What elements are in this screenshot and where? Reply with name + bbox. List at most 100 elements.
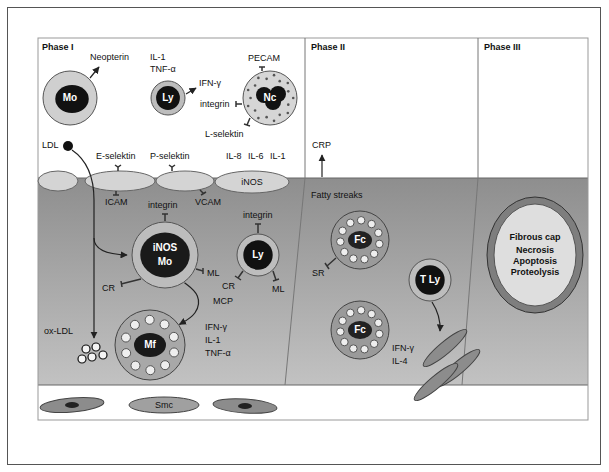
receptor: [115, 165, 121, 171]
receptor: [235, 271, 243, 280]
label-anchor: TNF-α: [150, 64, 176, 75]
text-stack: Nc: [242, 70, 298, 126]
receptor: [200, 190, 206, 195]
cell-label: Mo: [63, 92, 77, 104]
label-anchor: IFN-γ: [199, 78, 221, 89]
receptor: [169, 165, 175, 171]
cytokine-label: IL-6: [248, 151, 264, 162]
cap-band: [487, 197, 583, 313]
cell-nucleus: [55, 85, 88, 113]
lipid-droplet: [376, 240, 384, 248]
particle-label: ox-LDL: [44, 326, 73, 337]
lipid-droplet: [170, 348, 179, 357]
secretion-arrow: [90, 67, 99, 78]
label-anchor: integrin: [243, 210, 273, 221]
cell-body: [129, 397, 199, 413]
wall-edge: [38, 385, 588, 386]
cell-body: [243, 71, 297, 125]
endothelial-cell: [156, 171, 214, 191]
receptor-label: P-selektin: [150, 151, 190, 162]
text-stack: Mo: [42, 70, 98, 126]
receptor-label: PECAM: [248, 53, 280, 64]
smc-cell: [411, 359, 462, 404]
cytokine-label: IL-4: [392, 356, 408, 367]
endothelial-cell: iNOS: [214, 170, 290, 194]
cytokine-label: IL-1: [150, 52, 166, 63]
phase-label: Phase I: [42, 42, 74, 53]
lipid-droplet: [122, 349, 131, 358]
lipid-droplet: [130, 320, 139, 329]
cell-nucleus: [156, 86, 180, 110]
text-stack: Smc: [128, 396, 200, 414]
label-anchor: IL-4: [392, 356, 408, 367]
granule: [254, 84, 257, 87]
granule: [278, 80, 281, 83]
cell-label: Ly: [162, 92, 173, 104]
receptor-label: E-selektin: [96, 151, 136, 162]
lymphocyte-cell: Ly: [236, 233, 280, 277]
label-anchor: PECAM: [248, 53, 280, 64]
smooth-muscle-cell: Smc: [128, 396, 200, 414]
edge-label: MCP: [213, 296, 233, 307]
lipid-droplet: [337, 328, 345, 336]
ox-ldl: [82, 345, 90, 353]
receptor-label: CR: [102, 283, 115, 294]
label-anchor: ICAM: [105, 197, 128, 208]
cell-label: Ly: [252, 249, 263, 261]
label-anchor: Phase I: [42, 42, 74, 53]
granule: [257, 117, 260, 120]
label-anchor: TNF-α: [205, 348, 231, 359]
lipid-droplet: [357, 217, 365, 225]
granule: [254, 109, 257, 112]
cell-body: [132, 222, 198, 288]
smc-cell: [213, 397, 278, 415]
cell-label: Mo: [158, 256, 172, 268]
granule: [273, 74, 276, 77]
label-anchor: IL-6: [248, 151, 264, 162]
cell-label: Smc: [155, 399, 173, 411]
lipid-droplet: [347, 309, 355, 317]
foam-cell: Fc: [330, 210, 390, 270]
text-stack: Fc: [330, 300, 390, 360]
cell-nucleus: [243, 240, 272, 269]
plaque-core: [494, 204, 576, 306]
granule: [247, 105, 250, 108]
label-anchor: integrin: [200, 99, 230, 110]
lipid-droplet: [347, 219, 355, 227]
label-anchor: Neopterin: [90, 52, 129, 63]
cell-label: Fc: [354, 324, 366, 336]
receptor-label: L-selektin: [205, 129, 244, 140]
label-anchor: ML: [272, 284, 285, 295]
cell-nucleus: [415, 265, 444, 294]
lipid-droplet: [375, 319, 383, 327]
receptor-label: SR: [312, 268, 325, 279]
cell-body: [331, 301, 389, 359]
text-stack: Mf: [114, 309, 186, 381]
label-anchor: IL-1: [270, 151, 286, 162]
cell-nucleus: [348, 321, 372, 339]
monocyte-cell: Mo: [42, 70, 98, 126]
ldl-path: [72, 150, 127, 255]
macrophage-cell: Mf: [114, 309, 186, 381]
receptor-label: CR: [222, 281, 235, 292]
granule: [247, 89, 250, 92]
lipid-droplet: [341, 338, 349, 346]
cell-body: [331, 211, 389, 269]
cell-nucleus: [348, 231, 372, 249]
lipid-droplet: [361, 255, 369, 263]
granule: [265, 78, 268, 81]
foam-cell: Fc: [330, 300, 390, 360]
lipid-droplet: [376, 330, 384, 338]
ldl-particle: [63, 141, 73, 151]
receptor: [325, 258, 336, 269]
neutrophil-cell: Nc: [242, 70, 298, 126]
granule: [287, 90, 290, 93]
cell-outline: [131, 221, 199, 289]
label-anchor: ML: [207, 268, 220, 279]
smooth-muscle-cells: [40, 325, 484, 415]
label-anchor: IL-1: [150, 52, 166, 63]
lipid-droplet: [368, 310, 376, 318]
label-anchor: Fatty streaks: [311, 190, 363, 201]
smc-nucleus: [238, 403, 252, 409]
cell-label: Nc: [264, 92, 277, 104]
